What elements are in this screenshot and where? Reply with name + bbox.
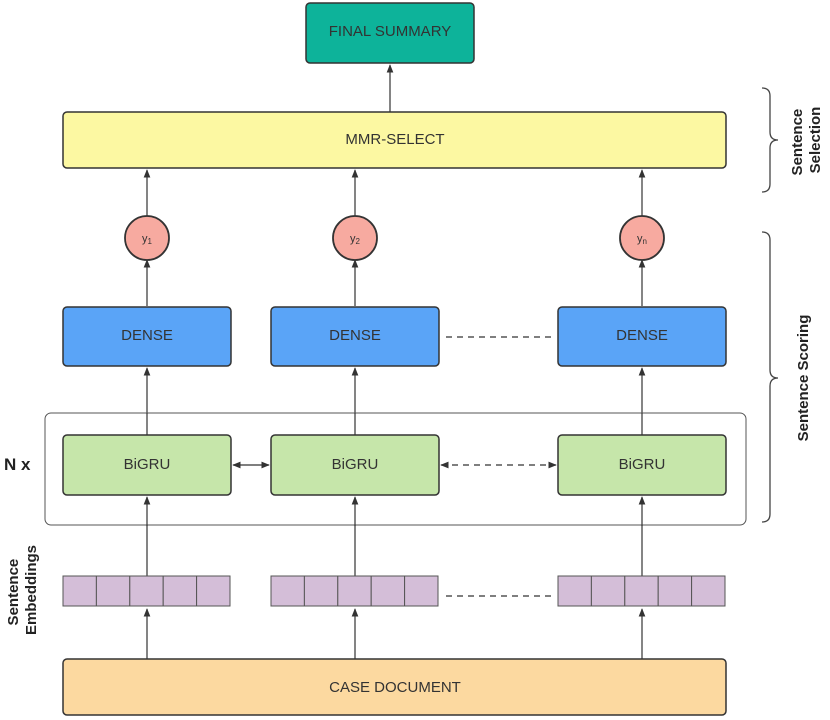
repeat-label: N x: [4, 455, 31, 474]
dense-box-3: DENSE: [557, 306, 727, 367]
dense-label: DENSE: [121, 327, 173, 344]
output-node-y2: y2: [332, 215, 378, 261]
output-node-label: yn: [637, 233, 647, 246]
case-document-box: CASE DOCUMENT: [62, 658, 727, 716]
embedding-cell: [337, 575, 372, 607]
output-node-label: y2: [350, 233, 361, 246]
connectors: [143, 64, 646, 659]
embedding-cell: [624, 575, 659, 607]
mmr-select-label: MMR-SELECT: [345, 131, 444, 148]
dense-rect: [270, 306, 440, 367]
dense-label: DENSE: [616, 327, 668, 344]
case-document-rect: [62, 658, 727, 716]
embedding-group-2: [270, 575, 439, 607]
bigru-connectors: [143, 413, 646, 526]
embedding-cell: [557, 575, 592, 607]
dense-label: DENSE: [329, 327, 381, 344]
output-node-circle: [124, 215, 170, 261]
embedding-cell: [303, 575, 339, 607]
embedding-cell: [62, 575, 97, 607]
final-summary-label: FINAL SUMMARY: [329, 23, 452, 40]
output-node-yn: yn: [619, 215, 665, 261]
embedding-cell: [657, 575, 693, 607]
embeddings-label: Sentence Embeddings: [5, 545, 40, 635]
scoring-brace: [761, 231, 779, 523]
mmr-select-box: MMR-SELECT: [62, 111, 727, 169]
embedding-groups: [62, 575, 726, 607]
final-summary-rect: [305, 2, 475, 64]
embedding-cell: [95, 575, 131, 607]
dense-box-1: DENSE: [62, 306, 232, 367]
dense-layer: DENSE DENSE DENSE: [62, 306, 727, 367]
embedding-cell: [370, 575, 406, 607]
output-node-y1: y1: [124, 215, 170, 261]
embedding-group-3: [557, 575, 726, 607]
mmr-select-rect: [62, 111, 727, 169]
bigru-box-2: BiGRU: [270, 434, 440, 496]
bigru-layer: BiGRU BiGRU BiGRU: [62, 434, 727, 496]
output-node-label: y1: [142, 233, 153, 246]
dense-rect: [557, 306, 727, 367]
bigru-label: BiGRU: [332, 456, 379, 473]
embedding-cell: [590, 575, 626, 607]
scoring-label: Sentence Scoring: [795, 315, 812, 442]
embedding-cell: [129, 575, 164, 607]
dense-box-2: DENSE: [270, 306, 440, 367]
bigru-label: BiGRU: [619, 456, 666, 473]
case-document-label: CASE DOCUMENT: [329, 679, 461, 696]
final-summary-box: FINAL SUMMARY: [305, 2, 475, 64]
output-node-circle: [332, 215, 378, 261]
bigru-box-3: BiGRU: [557, 434, 727, 496]
embedding-group-1: [62, 575, 231, 607]
embedding-cell: [196, 575, 231, 607]
selection-brace: [761, 87, 779, 193]
embedding-cell: [270, 575, 305, 607]
bigru-label: BiGRU: [124, 456, 171, 473]
output-nodes: y1 y2 yn: [124, 215, 665, 261]
embedding-cell: [162, 575, 198, 607]
dense-rect: [62, 306, 232, 367]
selection-label: Sentence Selection: [789, 105, 824, 176]
bigru-box-1: BiGRU: [62, 434, 232, 496]
output-node-circle: [619, 215, 665, 261]
embedding-cell: [404, 575, 439, 607]
embedding-cell: [691, 575, 726, 607]
